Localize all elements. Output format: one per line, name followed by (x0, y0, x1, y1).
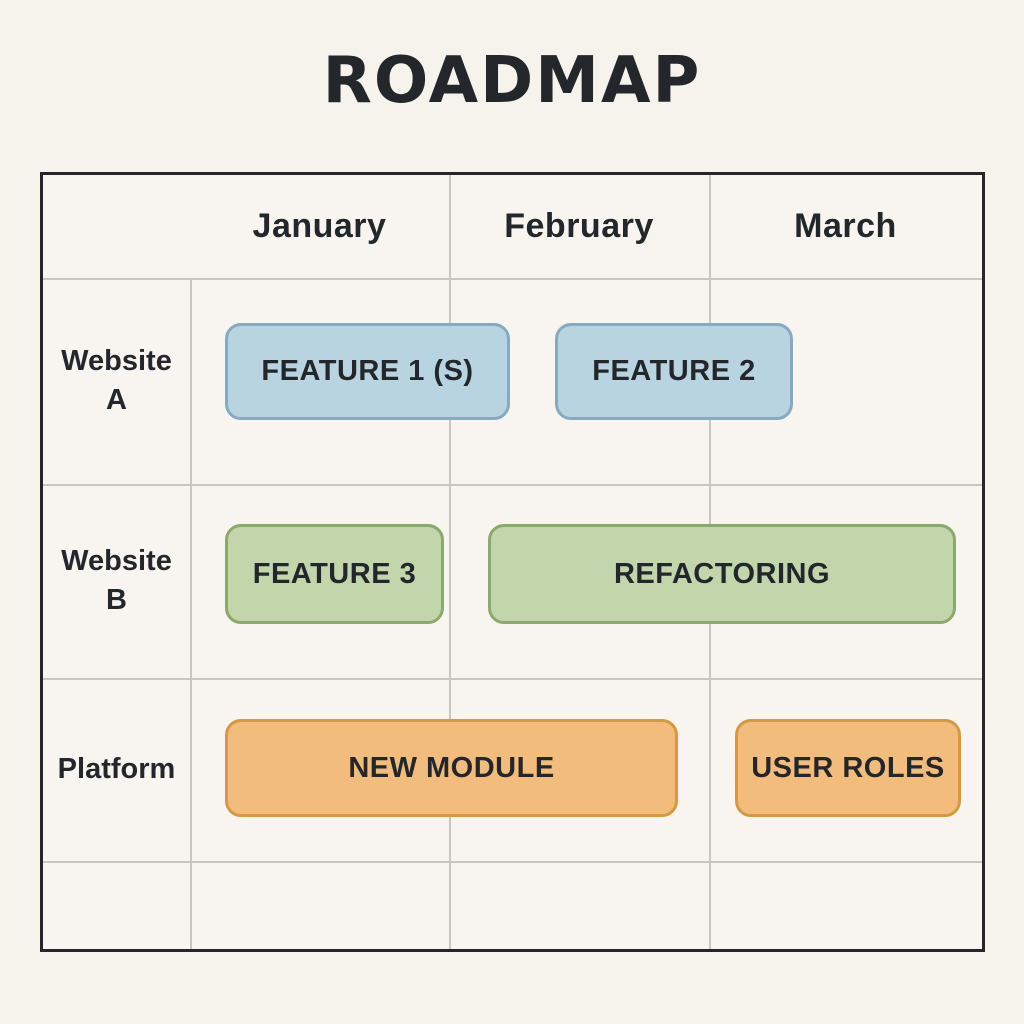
bar-feature-1: FEATURE 1 (S) (225, 323, 510, 420)
gridline-label-column (190, 278, 192, 949)
gridline-row-1-bottom (43, 484, 982, 486)
bar-new-module: NEW MODULE (225, 719, 678, 817)
gridline-january-february (449, 175, 451, 949)
bar-user-roles: USER ROLES (735, 719, 961, 817)
row-label-text: Website A (61, 344, 172, 416)
gridline-row-2-bottom (43, 678, 982, 680)
gridline-row-3-bottom (43, 861, 982, 863)
row-label-website-a: Website A (43, 278, 190, 484)
row-label-website-b: Website B (43, 484, 190, 678)
bar-feature-2: FEATURE 2 (555, 323, 793, 420)
row-label-platform: Platform (43, 678, 190, 861)
bar-refactoring: REFACTORING (488, 524, 956, 624)
roadmap-table: January February March Website A Website… (40, 172, 985, 952)
row-label-text: Website B (61, 544, 172, 616)
bar-feature-3: FEATURE 3 (225, 524, 444, 624)
column-header-january: January (252, 207, 387, 245)
gridline-header-bottom (43, 278, 982, 280)
row-label-text: Platform (57, 752, 176, 785)
page-title: ROADMAP (322, 44, 702, 118)
column-header-march: March (794, 207, 897, 245)
column-header-february: February (504, 207, 654, 245)
